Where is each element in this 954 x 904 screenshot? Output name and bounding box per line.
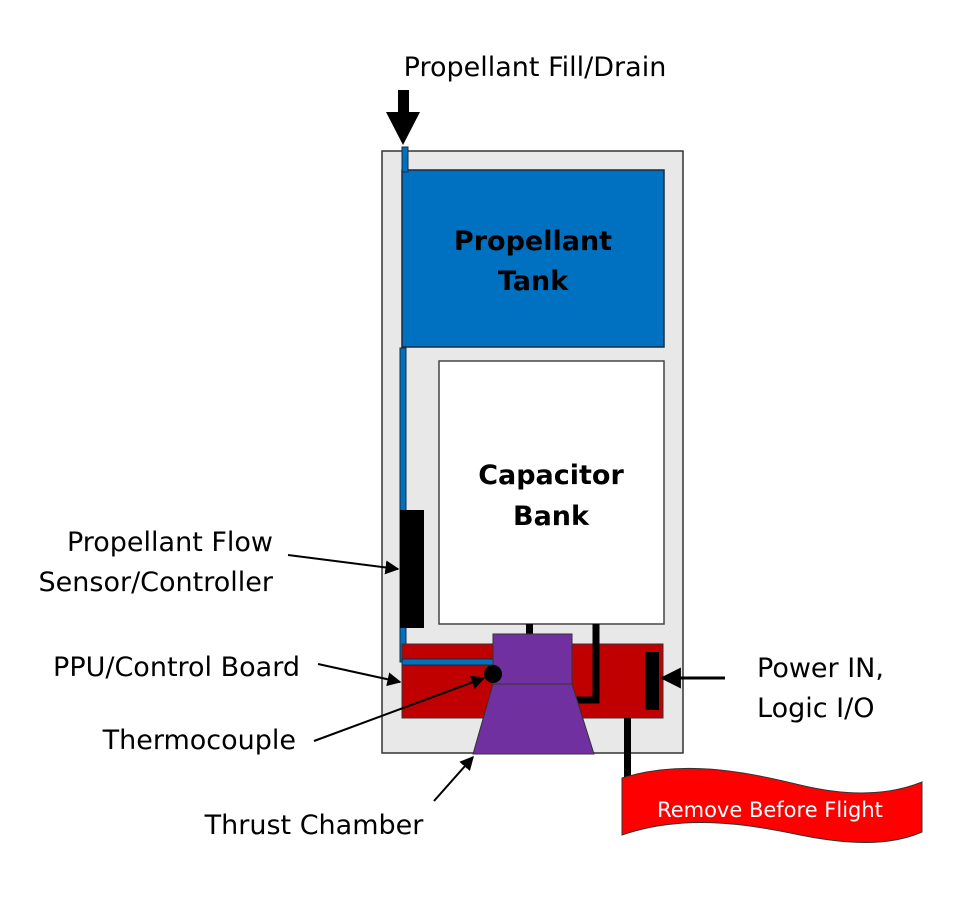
power-label-line2: Logic I/O [757, 693, 874, 724]
fill-line [401, 146, 409, 173]
remove-before-flight-flag[interactable] [621, 767, 923, 843]
tank-label-line1: Propellant [454, 226, 612, 257]
ppu-arrow-icon [317, 663, 402, 687]
power-label-line1: Power IN, [757, 653, 884, 684]
flow-sensor-label-line2: Sensor/Controller [39, 567, 274, 598]
thermocouple-dot [484, 665, 502, 683]
power-connector [645, 652, 659, 710]
flag-lanyard [624, 718, 631, 780]
capacitor-bank [438, 360, 665, 625]
capacitor-label-line1: Capacitor [478, 460, 624, 491]
ppu-label: PPU/Control Board [53, 652, 300, 683]
capacitor-wire-left [526, 624, 533, 636]
thermocouple-label: Thermocouple [102, 725, 296, 756]
feed-line-horizontal [401, 658, 497, 666]
thrust-chamber-arrow-icon [433, 755, 474, 802]
fill-drain-arrow-icon [386, 90, 420, 145]
capacitor-wire-right [576, 624, 600, 704]
tank-label-line2: Tank [498, 266, 569, 297]
flow-sensor-arrow-icon [287, 554, 400, 575]
flag-label: Remove Before Flight [657, 798, 883, 822]
thrust-chamber-nozzle [472, 683, 595, 755]
thrust-chamber-top [492, 633, 573, 685]
flow-sensor-label-line1: Propellant Flow [67, 527, 273, 558]
thermocouple-arrow-icon [313, 675, 486, 742]
thrust-chamber-label: Thrust Chamber [204, 810, 425, 841]
flow-sensor [400, 510, 424, 628]
fill-drain-label: Propellant Fill/Drain [404, 52, 667, 83]
propellant-tank [401, 169, 665, 348]
capacitor-label-line2: Bank [513, 501, 590, 532]
